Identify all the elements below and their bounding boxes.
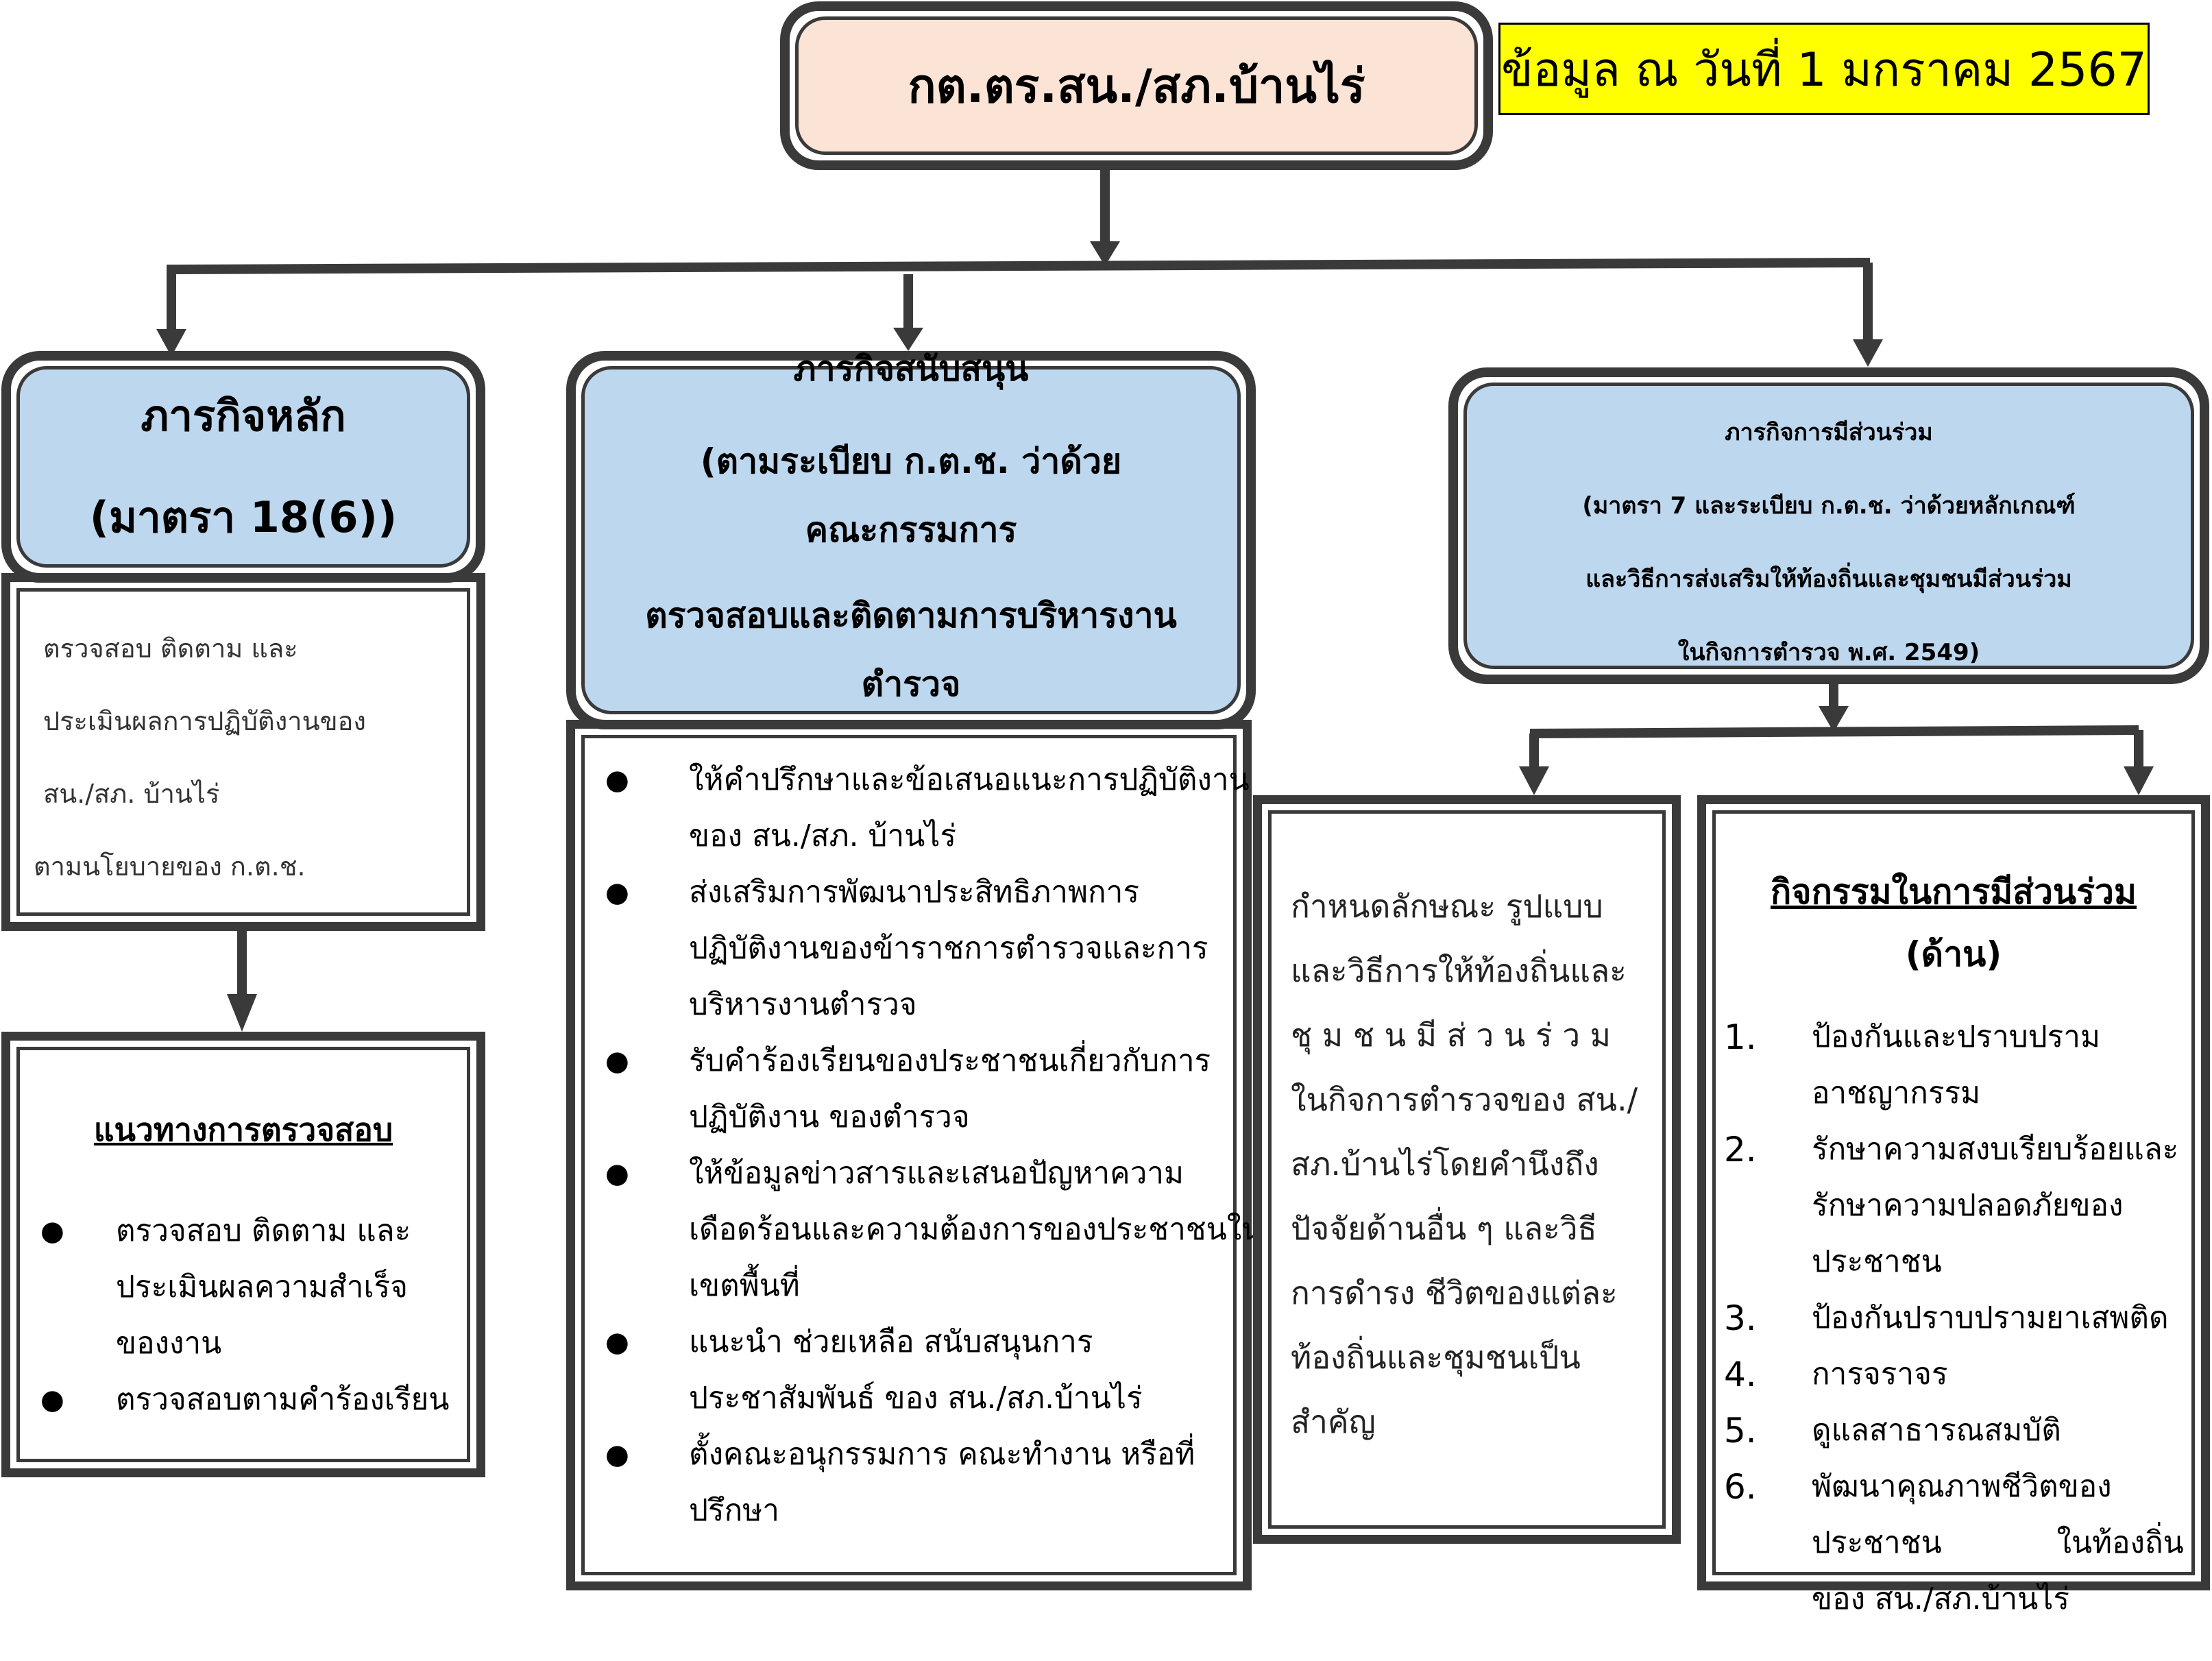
connector-horizontal-main xyxy=(166,258,1871,274)
participation-title-line: และวิธีการส่งเสริมให้ท้องถิ่นและชุมชนมีส… xyxy=(1585,566,2072,593)
activities-list: 1. ป้องกันและปราบปราม อาชญากรรม 2. รักษา… xyxy=(1716,1009,2191,1627)
main-mission-subtitle: (มาตรา 18(6)) xyxy=(89,492,398,542)
support-list: ให้คำปรึกษาและข้อเสนอแนะการปฏิบัติงาน ขอ… xyxy=(585,752,1262,1539)
arrow-participation xyxy=(1853,339,1883,367)
define-line: สำคัญ xyxy=(1291,1403,1376,1440)
participation-box: ภารกิจการมีส่วนร่วม (มาตรา 7 และระเบียบ … xyxy=(1448,367,2209,684)
main-mission-box: ภารกิจหลัก (มาตรา 18(6)) xyxy=(1,351,485,583)
participation-title-line: (มาตรา 7 และระเบียบ ก.ต.ช. ว่าด้วยหลักเก… xyxy=(1582,492,2076,520)
support-title-line: ตำรวจ xyxy=(861,664,961,704)
support-title-line: ภารกิจสนับสนุน xyxy=(793,349,1029,389)
define-line: และวิธีการให้ท้องถิ่นและ xyxy=(1291,952,1627,989)
main-mission-desc-line: ประเมินผลการปฏิบัติงานของ xyxy=(43,706,366,736)
activity-item: 6. พัฒนาคุณภาพชีวิตของ ประชาชน ในท้องถิ่… xyxy=(1724,1467,2184,1616)
arrow-main-mission xyxy=(156,329,186,356)
support-item: ให้คำปรึกษาและข้อเสนอแนะการปฏิบัติงาน ขอ… xyxy=(585,752,1250,864)
activity-item: 2. รักษาความสงบเรียบร้อยและ รักษาความปลอ… xyxy=(1724,1130,2179,1279)
inspection-item: ตรวจสอบ ติดตาม และ ประเมินผลความสำเร็จ ข… xyxy=(20,1203,467,1372)
define-line: กำหนดลักษณะ รูปแบบ xyxy=(1291,888,1603,925)
activities-box: กิจกรรมในการมีส่วนร่วม (ด้าน) 1. ป้องกัน… xyxy=(1697,795,2210,1616)
org-title: กต.ตร.สน./สภ.บ้านไร่ xyxy=(908,60,1365,114)
inspection-box: แนวทางการตรวจสอบ ตรวจสอบ ติดตาม และ ประเ… xyxy=(1,1032,485,1477)
define-line: ชุ ม ช น มี ส่ ว น ร่ ว ม xyxy=(1291,1017,1611,1054)
support-item: ส่งเสริมการพัฒนาประสิทธิภาพการ ปฏิบัติงา… xyxy=(585,864,1233,1033)
activities-subtitle: (ด้าน) xyxy=(1905,934,2002,974)
participation-title-line: ภารกิจการมีส่วนร่วม xyxy=(1725,419,1933,446)
activity-item: 1. ป้องกันและปราบปราม อาชญากรรม xyxy=(1724,1017,2100,1111)
define-line: ในกิจการตำรวจของ สน./ xyxy=(1291,1081,1638,1118)
main-mission-desc-line: ตรวจสอบ ติดตาม และ xyxy=(43,633,298,664)
inspection-item: ตรวจสอบตามคำร้องเรียน xyxy=(20,1372,467,1428)
arrow-activities xyxy=(2124,766,2154,795)
activities-title: กิจกรรมในการมีส่วนร่วม xyxy=(1771,872,2137,912)
connector-horizontal-sub xyxy=(1529,725,2139,738)
define-line: การดำรง ชีวิตของแต่ละ xyxy=(1291,1274,1618,1311)
support-list-box: ให้คำปรึกษาและข้อเสนอแนะการปฏิบัติงาน ขอ… xyxy=(566,720,1262,1590)
org-title-box: กต.ตร.สน./สภ.บ้านไร่ xyxy=(780,1,1493,170)
activity-item: 5. ดูแลสาธารณสมบัติ xyxy=(1724,1411,2061,1451)
activity-item: 4. การจราจร xyxy=(1724,1355,1948,1394)
support-title-line: ตรวจสอบและติดตามการบริหารงาน xyxy=(645,596,1177,635)
arrow-inspection xyxy=(227,994,257,1032)
arrow-participation-down xyxy=(1819,706,1849,732)
define-box: กำหนดลักษณะ รูปแบบ และวิธีการให้ท้องถิ่น… xyxy=(1253,795,1681,1544)
arrow-support xyxy=(893,328,923,351)
support-title-line: คณะกรรมการ xyxy=(805,510,1017,550)
inspection-list: ตรวจสอบ ติดตาม และ ประเมินผลความสำเร็จ ข… xyxy=(20,1203,467,1428)
define-line: สภ.บ้านไร่โดยคำนึงถึง xyxy=(1291,1145,1599,1183)
inspection-title: แนวทางการตรวจสอบ xyxy=(93,1111,393,1148)
support-item: รับคำร้องเรียนของประชาชนเกี่ยวกับการ ปฏิ… xyxy=(585,1033,1233,1145)
main-mission-desc-line: ตามนโยบายของ ก.ต.ช. xyxy=(34,851,306,882)
main-mission-desc-box: ตรวจสอบ ติดตาม และ ประเมินผลการปฏิบัติงา… xyxy=(1,573,485,931)
arrow-top xyxy=(1090,241,1120,266)
date-label: ข้อมูล ณ วันที่ 1 มกราคม 2567 xyxy=(1501,43,2147,97)
support-title-line: (ตามระเบียบ ก.ต.ช. ว่าด้วย xyxy=(700,441,1122,481)
main-mission-desc-line: สน./สภ. บ้านไร่ xyxy=(43,779,220,809)
define-line: ปัจจัยด้านอื่น ๆ และวิธี xyxy=(1291,1210,1597,1247)
participation-title-line: ในกิจการตำรวจ พ.ศ. 2549) xyxy=(1677,639,1980,666)
date-label-box: ข้อมูล ณ วันที่ 1 มกราคม 2567 xyxy=(1498,23,2150,115)
support-item: แนะนำ ช่วยเหลือ สนับสนุนการ ประชาสัมพันธ… xyxy=(585,1314,1233,1427)
support-mission-box: ภารกิจสนับสนุน (ตามระเบียบ ก.ต.ช. ว่าด้ว… xyxy=(566,349,1256,729)
support-item: ตั้งคณะอนุกรรมการ คณะทำงาน หรือที่ ปรึกษ… xyxy=(585,1427,1233,1539)
main-mission-title: ภารกิจหลัก xyxy=(141,391,346,441)
arrow-define xyxy=(1519,766,1549,795)
activity-item: 3. ป้องกันปราบปรามยาเสพติด xyxy=(1724,1298,2169,1338)
support-item: ให้ข้อมูลข่าวสารและเสนอปัญหาความ เดือดร้… xyxy=(585,1145,1262,1314)
define-line: ท้องถิ่นและชุมชนเป็น xyxy=(1291,1339,1581,1376)
